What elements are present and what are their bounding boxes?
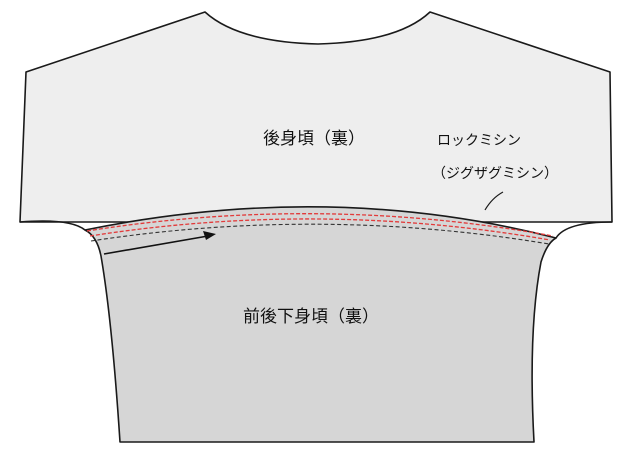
- lower-body-panel: [84, 206, 557, 443]
- lock-sewing-label: ロックミシン: [437, 133, 521, 149]
- back-body-panel: [19, 11, 613, 223]
- zigzag-sewing-label: （ジグザグミシン）: [432, 166, 558, 182]
- left-underarm-curve: [19, 220, 86, 231]
- red-stitch-line-upper: [86, 213, 554, 237]
- label-leader-line: [484, 191, 504, 211]
- lower-body-label: 前後下身頃（裏）: [243, 307, 379, 327]
- right-underarm-curve: [555, 221, 613, 239]
- back-body-label: 後身頃（裏）: [263, 129, 365, 149]
- direction-arrow-head: [203, 231, 216, 240]
- dark-stitch-line: [90, 223, 550, 245]
- red-stitch-line-lower: [89, 218, 551, 241]
- direction-arrow-shaft: [103, 235, 209, 255]
